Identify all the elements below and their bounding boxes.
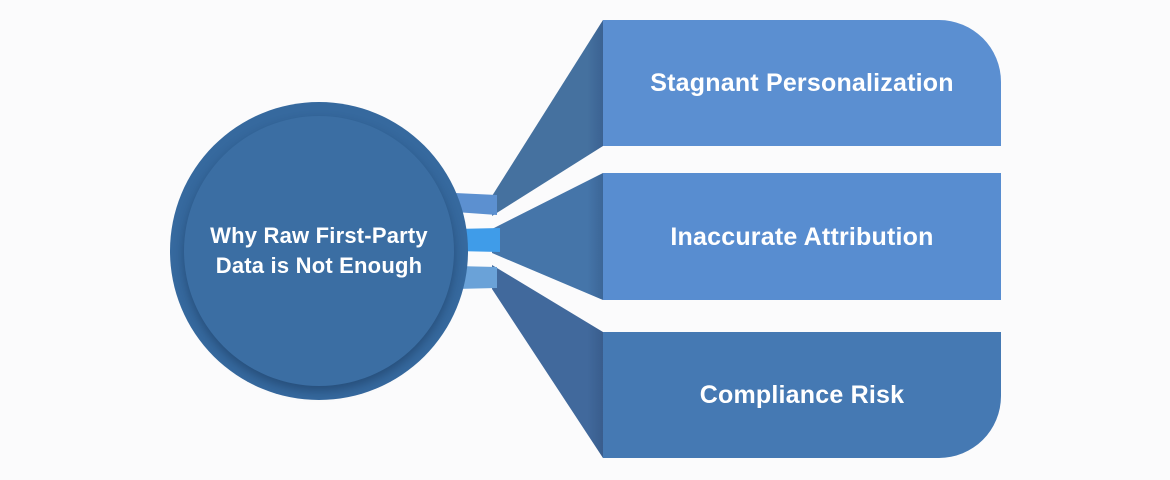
- branch-banner-compliance-risk: Compliance Risk: [603, 332, 1001, 458]
- central-topic-circle: Why Raw First-Party Data is Not Enough: [170, 102, 468, 400]
- branch-banner-inaccurate-attribution: Inaccurate Attribution: [603, 173, 1001, 300]
- branch-label-inaccurate-attribution: Inaccurate Attribution: [670, 222, 934, 251]
- central-topic-label: Why Raw First-Party Data is Not Enough: [193, 221, 445, 282]
- central-topic-label-line1: Why Raw First-Party: [210, 222, 428, 248]
- fan-bottom-connector: [492, 265, 603, 458]
- branch-label-compliance-risk: Compliance Risk: [699, 381, 905, 409]
- stub-top-connector: [455, 193, 497, 215]
- branch-banner-stagnant-personalization: Stagnant Personalization: [603, 20, 1001, 146]
- central-topic-label-line2: Data is Not Enough: [215, 253, 423, 278]
- central-topic-inner-circle: Why Raw First-Party Data is Not Enough: [184, 116, 454, 386]
- fan-top-connector: [492, 20, 603, 216]
- fan-middle-connector: [492, 173, 603, 300]
- branch-label-stagnant-personalization: Stagnant Personalization: [650, 69, 954, 97]
